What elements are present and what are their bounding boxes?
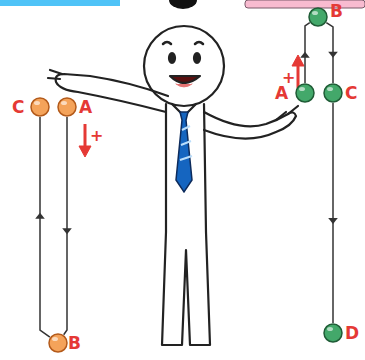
top-strip-blue (0, 0, 120, 6)
ball-shape (308, 7, 328, 27)
top-strip-pink (245, 0, 365, 8)
ball: D (323, 323, 343, 343)
ball-shape (323, 323, 343, 343)
trajectory-line (326, 23, 337, 83)
trajectory-line (328, 103, 338, 323)
trajectory-line (62, 117, 72, 335)
tie (176, 112, 192, 192)
point-label: A (79, 98, 92, 116)
point-label: B (68, 334, 81, 352)
sign-label: + (282, 70, 295, 86)
ball-shape (57, 97, 77, 117)
point-label: B (330, 2, 343, 20)
ball-shape (48, 333, 68, 353)
direction-arrow-down (79, 124, 91, 157)
ball: B (48, 333, 68, 353)
ball: A (57, 97, 77, 117)
ball-shape (30, 97, 50, 117)
point-label: C (12, 98, 24, 116)
top-dot (169, 0, 197, 9)
stick-figure (48, 26, 298, 345)
trajectory-line (35, 117, 50, 337)
point-label: D (345, 324, 359, 342)
point-label: A (275, 84, 288, 102)
ball: A (295, 83, 315, 103)
ball-shape (295, 83, 315, 103)
ball: C (30, 97, 50, 117)
ball: C (323, 83, 343, 103)
ball: B (308, 7, 328, 27)
point-label: C (345, 84, 357, 102)
tie-stripes (180, 126, 192, 160)
ball-shape (323, 83, 343, 103)
sign-label: + (90, 128, 103, 144)
trajectory-line (300, 23, 310, 83)
